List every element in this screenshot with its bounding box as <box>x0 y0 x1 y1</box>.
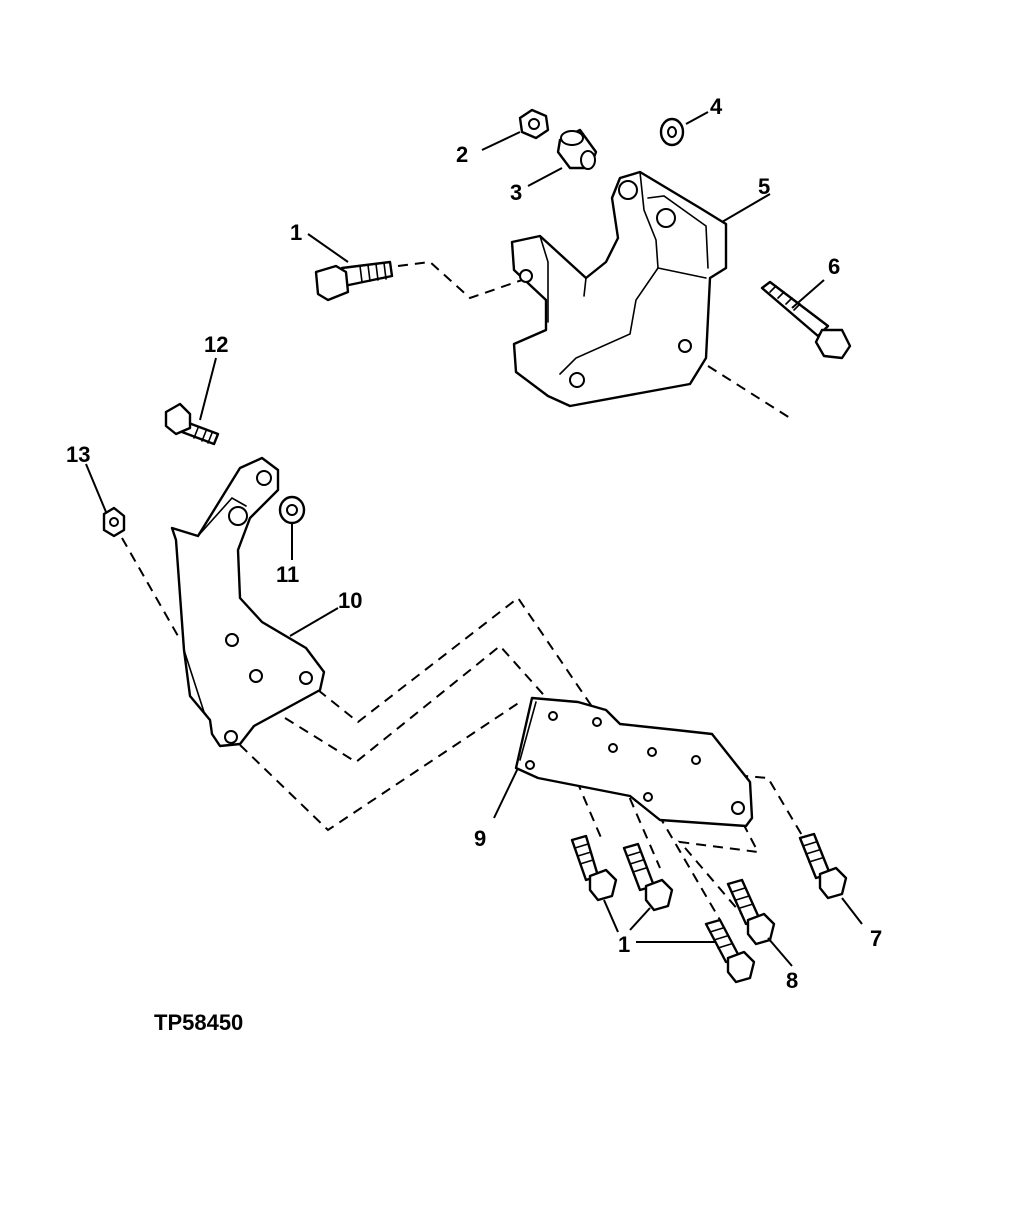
hex-nut-2 <box>518 108 550 140</box>
bolt-1-lower-b <box>622 842 674 912</box>
bolt-1-lower-a <box>570 834 618 902</box>
bolt-7 <box>798 832 848 900</box>
callout-9: 9 <box>474 826 486 851</box>
lower-plate <box>514 696 754 828</box>
callouts: 1 1 2 3 4 5 6 7 8 9 10 11 12 13 <box>66 94 882 993</box>
left-bracket <box>170 456 326 748</box>
leader-lines <box>85 111 863 967</box>
bushing-3 <box>556 128 598 170</box>
bolt-1-upper <box>314 260 394 302</box>
bolt-1-lower-c <box>704 918 756 984</box>
callout-2: 2 <box>456 142 468 167</box>
bolt-12 <box>164 402 220 446</box>
callout-10: 10 <box>338 588 362 613</box>
washer-11 <box>278 495 306 525</box>
callout-13: 13 <box>66 442 90 467</box>
callout-7: 7 <box>870 926 882 951</box>
callout-6: 6 <box>828 254 840 279</box>
callout-3: 3 <box>510 180 522 205</box>
bolt-8 <box>726 878 776 946</box>
callout-4: 4 <box>710 94 723 119</box>
hex-nut-13 <box>102 506 126 538</box>
callout-11: 11 <box>276 562 299 587</box>
callout-12: 12 <box>204 332 228 357</box>
figure-id: TP58450 <box>154 1010 243 1035</box>
bolt-6 <box>760 280 852 360</box>
upper-bracket <box>510 170 728 408</box>
callout-8: 8 <box>786 968 798 993</box>
callout-1-upper: 1 <box>290 220 302 245</box>
callout-1-lower: 1 <box>618 932 630 957</box>
callout-5: 5 <box>758 174 770 199</box>
washer-4 <box>659 117 685 147</box>
